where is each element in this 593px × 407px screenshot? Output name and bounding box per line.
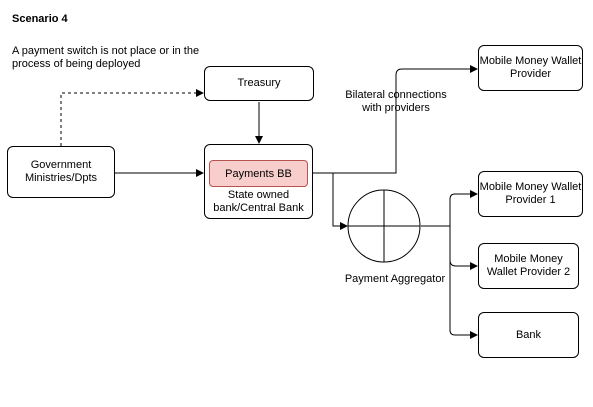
node-mmw-provider: Mobile Money Wallet Provider [478, 45, 583, 91]
edge-bank-mmw-provider [313, 65, 478, 174]
node-bank: Bank [478, 312, 579, 358]
node-treasury-label: Treasury [237, 77, 281, 89]
edge-aggregator-mmw2 [421, 225, 478, 270]
node-payments-bb: Payments BB [209, 160, 308, 187]
edge-government-treasury [60, 89, 204, 146]
diagram-note: A payment switch is not place or in the … [12, 45, 200, 70]
node-government-label: Government Ministries/Dpts [24, 159, 98, 184]
aggregator-symbol [347, 189, 421, 263]
diagram-title: Scenario 4 [12, 13, 68, 25]
node-aggregator-label: Payment Aggregator [344, 273, 446, 285]
node-mmw-provider-2-label: Mobile Money Wallet Provider 2 [486, 253, 571, 278]
edge-bank-aggregator [313, 172, 348, 230]
edge-label-bilateral: Bilateral connections with providers [345, 89, 447, 114]
node-government: Government Ministries/Dpts [7, 146, 115, 198]
node-mmw-provider-1: Mobile Money Wallet Provider 1 [478, 171, 583, 217]
edge-aggregator-bank [421, 225, 478, 339]
node-treasury: Treasury [204, 66, 314, 101]
node-bank-label: Bank [515, 328, 542, 341]
node-state-bank-label: State owned bank/Central Bank [213, 189, 304, 214]
node-mmw-provider-label: Mobile Money Wallet Provider [479, 55, 582, 80]
edge-aggregator-mmw1 [421, 190, 478, 227]
node-payments-bb-label: Payments BB [225, 167, 292, 180]
node-mmw-provider-1-label: Mobile Money Wallet Provider 1 [479, 181, 582, 206]
node-mmw-provider-2: Mobile Money Wallet Provider 2 [478, 243, 579, 289]
